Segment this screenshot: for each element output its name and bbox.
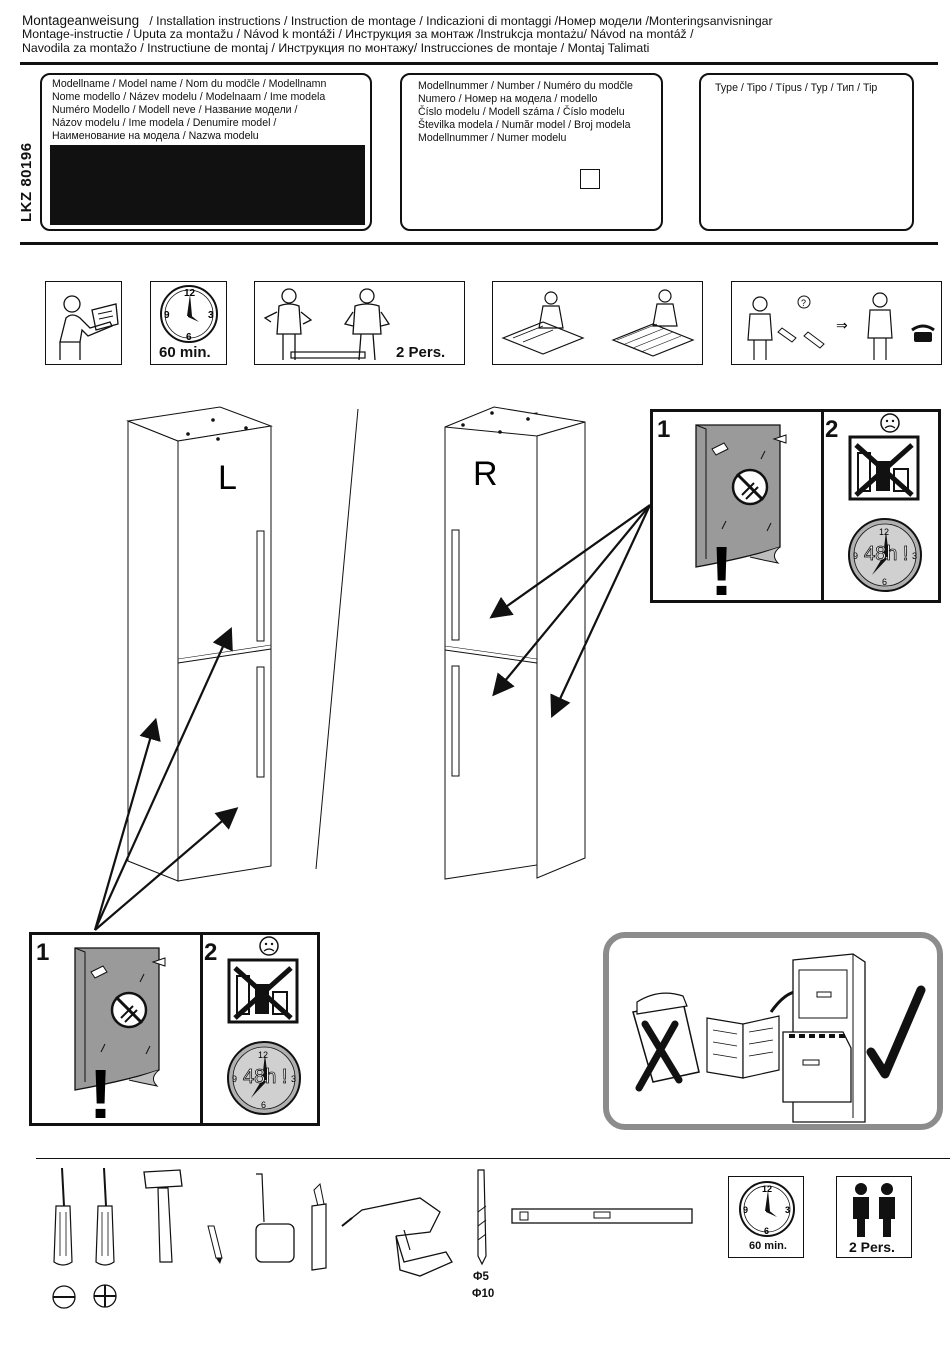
two-workers-icon [263, 288, 391, 361]
pencil-icon [207, 1225, 223, 1264]
header-text: Montageanweisung / Installation instruct… [22, 14, 942, 55]
no-cleaning-agents-icon [227, 936, 299, 1024]
drill-bit-icon [477, 1169, 487, 1266]
arrows-right [489, 504, 651, 718]
drill-bit-size-small: Φ5 [473, 1271, 489, 1283]
model-name-redaction [50, 145, 365, 225]
utility-knife-icon [311, 1182, 327, 1271]
assembly-time-pictogram: 12 3 6 9 60 min. [150, 281, 227, 365]
wait-time-label-left: 48h ! [243, 1066, 288, 1089]
tools-time-label: 60 min. [749, 1240, 787, 1252]
svg-text:3: 3 [785, 1205, 790, 1215]
left-cabinet-label: L [218, 459, 237, 497]
panel-divider [200, 935, 203, 1123]
svg-text:9: 9 [232, 1074, 237, 1084]
svg-text:9: 9 [164, 310, 170, 321]
tools-persons-label: 2 Pers. [849, 1239, 895, 1255]
wait-48h-clock-icon: 12 3 6 9 [848, 518, 922, 592]
svg-text:6: 6 [764, 1226, 769, 1236]
svg-text:6: 6 [882, 577, 887, 587]
header-line1-languages: / Installation instructions / Instructio… [149, 14, 773, 28]
tools-persons-pictogram: 2 Pers. [836, 1176, 912, 1258]
variant-divider [315, 408, 359, 870]
drill-bit-size-large: Φ10 [472, 1288, 495, 1300]
svg-text:12: 12 [184, 288, 196, 299]
keep-instructions-panel [603, 932, 943, 1130]
panel-divider [821, 412, 824, 600]
work-surface-pictogram [492, 281, 703, 365]
tools-rule [36, 1158, 950, 1159]
trash-bin-icon [632, 992, 700, 1092]
clock-icon: 12 3 6 9 [160, 285, 218, 343]
phillips-head-symbol-icon [93, 1284, 117, 1308]
spirit-level-icon [511, 1208, 693, 1224]
wait-48h-clock-icon: 12 3 6 9 [227, 1041, 301, 1115]
type-label: Type / Tipo / Típus / Typ / Тип / Tip [715, 82, 878, 94]
model-number-checkbox[interactable] [580, 169, 600, 189]
header-rule-top [20, 62, 938, 65]
svg-text:!: ! [710, 532, 733, 610]
doc-title: Montageanweisung [22, 13, 140, 28]
panel-step-2: 2 [825, 416, 839, 443]
header-rule-bottom [20, 242, 938, 245]
type-box [699, 73, 914, 231]
protective-film-icon: ! [74, 947, 166, 1133]
svg-text:6: 6 [186, 332, 192, 343]
flat-head-symbol-icon [52, 1285, 76, 1309]
wait-time-label-right: 48h ! [864, 543, 909, 566]
right-cabinet-label: R [473, 455, 498, 493]
svg-text:12: 12 [879, 527, 889, 537]
no-cleaning-agents-icon [848, 413, 920, 501]
svg-text:12: 12 [762, 1184, 772, 1194]
flat-screwdriver-icon [53, 1167, 73, 1266]
mirror-care-panel-left: 1 2 ! 12 [29, 932, 320, 1133]
panel-step-1: 1 [657, 416, 671, 443]
read-instructions-pictogram [45, 281, 122, 365]
panel-step-2: 2 [204, 939, 218, 966]
header-line2: Montage-instructie / Uputa za montažu / … [22, 27, 694, 42]
arrows-left [93, 626, 239, 931]
model-name-box [40, 73, 372, 231]
help-pictogram: ? ⇒ [731, 281, 942, 365]
model-number-box [400, 73, 663, 231]
svg-text:3: 3 [912, 551, 917, 561]
call-for-help-icon: ? ⇒ [747, 292, 935, 360]
assembly-time-label: 60 min. [159, 344, 211, 361]
svg-text:9: 9 [743, 1205, 748, 1215]
two-persons-icon [853, 1183, 895, 1237]
manual-booklet-icon [706, 989, 833, 1079]
model-name-labels: Modellname / Model name / Nom du modčle … [52, 78, 327, 142]
left-cabinet [126, 406, 273, 882]
hammer-icon [143, 1169, 183, 1263]
svg-text:12: 12 [258, 1050, 268, 1060]
panel-step-1: 1 [36, 939, 50, 966]
svg-text:6: 6 [261, 1100, 266, 1110]
svg-text:3: 3 [291, 1074, 296, 1084]
cordless-drill-icon [341, 1197, 453, 1277]
svg-text:?: ? [801, 298, 806, 308]
header-line3: Navodila za montažo / Instructiune de mo… [22, 40, 650, 55]
protective-mat-icon [501, 289, 695, 357]
right-cabinet [444, 406, 586, 880]
phillips-screwdriver-icon [95, 1167, 115, 1266]
two-persons-pictogram: 2 Pers. [254, 281, 465, 365]
protective-film-icon: ! [695, 424, 787, 610]
mirror-care-panel-right: 1 2 ! 12 [650, 409, 941, 610]
svg-text:9: 9 [853, 551, 858, 561]
person-reading-icon [59, 295, 119, 360]
svg-text:3: 3 [208, 310, 214, 321]
filing-cabinet-icon [782, 953, 866, 1123]
tools-time-pictogram: 12 3 6 9 60 min. [728, 1176, 804, 1258]
tape-measure-icon [255, 1173, 295, 1263]
model-number-labels: Modellnummer / Number / Numéro du modčle… [418, 80, 633, 144]
two-persons-label: 2 Pers. [396, 344, 446, 361]
checkmark-icon [866, 985, 926, 1079]
svg-text:⇒: ⇒ [836, 317, 848, 333]
clock-icon: 12 3 6 9 [739, 1181, 795, 1237]
svg-text:!: ! [89, 1055, 112, 1133]
